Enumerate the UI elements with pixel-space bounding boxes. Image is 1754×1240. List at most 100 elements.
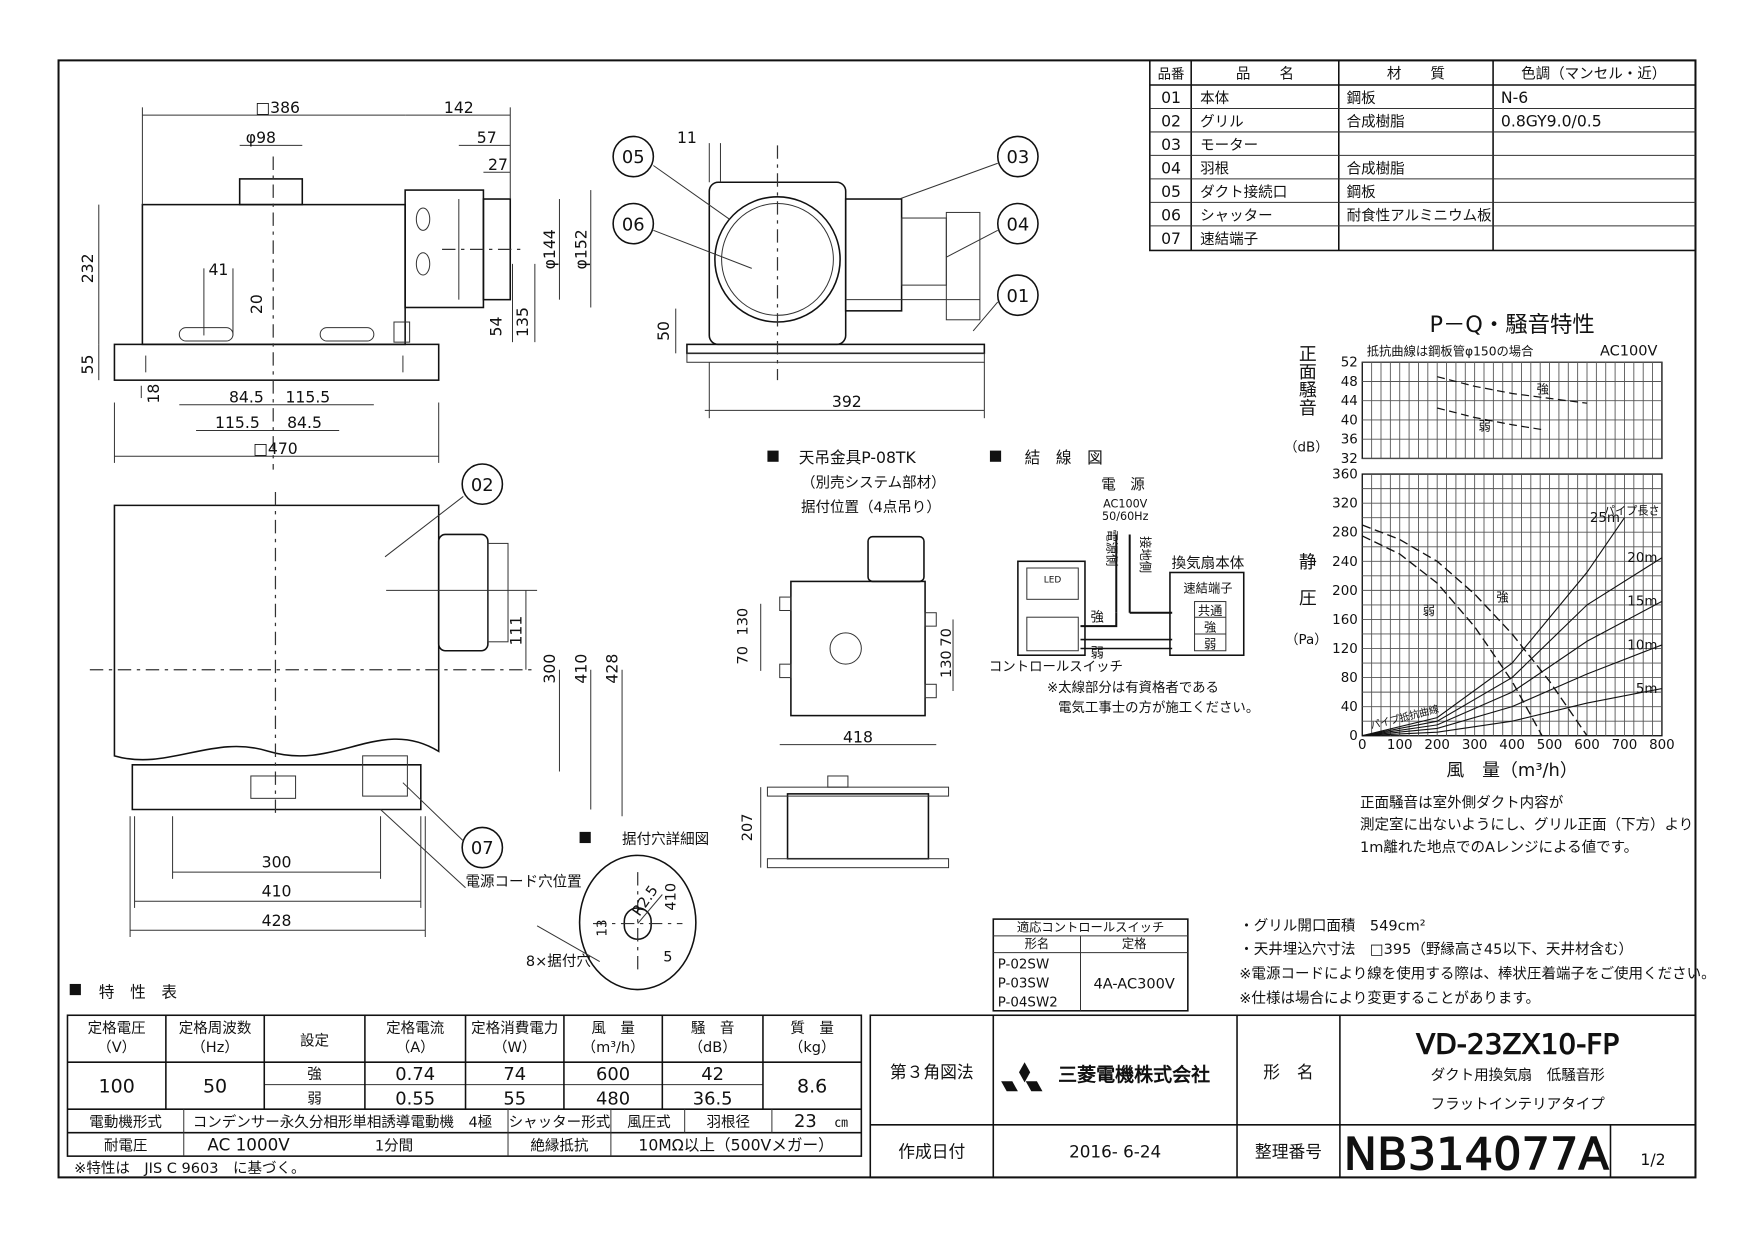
parts-row-no: 03 [1161, 135, 1181, 154]
pipe-curve-15m [1362, 600, 1663, 737]
callout-label: 03 [1007, 147, 1030, 168]
switch-model: P-03SW [998, 976, 1049, 991]
spec-voltage: 100 [99, 1075, 135, 1097]
dim-label: 410 [571, 654, 590, 684]
dim-label: 84.5 [287, 413, 322, 432]
wiring-fan-body: 換気扇本体 [1172, 555, 1245, 572]
parts-header-color: 色調（マンセル・近） [1521, 65, 1666, 82]
pipe-curve-25m [1362, 517, 1625, 737]
spec-header: 定格電流（A） [386, 1020, 444, 1056]
spec-header: 定格周波数（Hz） [179, 1020, 252, 1056]
parts-row-no: 06 [1161, 205, 1181, 224]
x-tick-label: 500 [1537, 738, 1563, 753]
dim-label: 232 [78, 253, 97, 283]
parts-row-material: 鋼板 [1347, 89, 1377, 107]
dim-label: 50 [654, 321, 673, 341]
callout-label: 01 [1007, 286, 1030, 307]
parts-row-name: モーター [1200, 137, 1258, 154]
parts-row-material: 耐食性アルミニウム板 [1347, 206, 1492, 224]
date-value: 2016- 6-24 [1069, 1141, 1161, 1161]
dim-label: φ98 [246, 128, 276, 147]
wiring-voltage: AC100V [1103, 498, 1148, 511]
spec-withstand-value: AC 1000V [207, 1135, 290, 1155]
noise-tick-label: 52 [1341, 356, 1358, 371]
dim-label: φ152 [571, 229, 590, 269]
dim-label: 57 [477, 128, 497, 147]
dim-label: 27 [488, 155, 508, 174]
bullet-icon [767, 450, 779, 462]
spec-header: 定格電圧（V） [88, 1020, 146, 1056]
parts-row-no: 04 [1161, 158, 1181, 177]
pipe-curve-20m [1362, 557, 1663, 737]
wiring-diagram: 結 線 図 電 源 AC100V 50/60Hz 電源側 接地側 LED 強 弱… [989, 448, 1259, 716]
x-tick-label: 300 [1462, 738, 1488, 753]
pressure-tick-label: 80 [1341, 671, 1358, 686]
hanger-note: 据付位置（4点吊り） [801, 499, 941, 516]
pressure-weak-label: 弱 [1423, 604, 1435, 618]
led-label: LED [1044, 576, 1062, 586]
spec-insulation-label: 絶縁抵抗 [530, 1138, 589, 1155]
pressure-tick-label: 160 [1332, 613, 1358, 628]
dim-label: 130 [939, 650, 955, 678]
spec-withstand-time: 1分間 [375, 1138, 413, 1155]
switch-table-title: 適応コントロールスイッチ [1017, 919, 1164, 934]
chart-note-left: 抵抗曲線は鋼板管φ150の場合 [1367, 344, 1534, 359]
note-line: ※仕様は場合により変更することがあります。 [1239, 990, 1540, 1007]
front-view: □386 142 φ98 57 27 φ144 φ152 232 41 20 5… [78, 98, 592, 470]
noise-series-weak [1437, 407, 1543, 431]
bullet-icon [579, 831, 591, 844]
mount-hole-label: 8×据付穴 [526, 953, 591, 970]
noise-ylabel: 正面騒音 [1296, 344, 1317, 416]
bullet-icon [69, 983, 81, 996]
wiring-note: ※太線部分は有資格者である [1047, 680, 1219, 696]
note-line: ※電源コードにより線を使用する際は、棒状圧着端子をご使用ください。 [1239, 965, 1715, 982]
spec-frequency: 50 [203, 1075, 227, 1097]
pressure-tick-label: 0 [1349, 729, 1358, 744]
noise-yunit: （dB） [1284, 441, 1329, 456]
spec-insulation-value: 10MΩ以上（500Vメガー） [638, 1136, 833, 1155]
noise-tick-label: 40 [1341, 413, 1358, 428]
pipe-curve-10m [1362, 644, 1663, 737]
drawing-number: NB314077A [1344, 1128, 1610, 1181]
dim-label: 135 [513, 307, 532, 337]
dim-label: 111 [506, 616, 525, 646]
dim-label: 13 [595, 920, 610, 937]
spec-motor-label: 電動機形式 [89, 1114, 162, 1131]
dim-label: 142 [444, 98, 474, 117]
spec-blade-unit: ㎝ [835, 1116, 849, 1131]
wiring-terminal-item: 共通 [1198, 604, 1223, 618]
spec-header: 定格消費電力（W） [471, 1020, 558, 1056]
parts-row-material: 鋼板 [1347, 183, 1377, 201]
pressure-tick-label: 240 [1332, 555, 1358, 570]
pressure-tick-label: 280 [1332, 526, 1358, 541]
wiring-ground-side: 接地側 [1138, 536, 1153, 573]
parts-row-name: 本体 [1200, 90, 1230, 107]
parts-row-material: 合成樹脂 [1347, 113, 1405, 130]
pq-series-strong [1362, 524, 1588, 737]
wiring-strong: 強 [1091, 610, 1104, 626]
parts-row-no: 05 [1161, 182, 1181, 201]
cord-hole-label: 電源コード穴位置 [466, 874, 582, 891]
mount-hole-title: 据付穴詳細図 [622, 831, 709, 848]
dim-label: 70 [735, 646, 751, 664]
chart-note: 1m離れた地点でのAレンジによる値です。 [1360, 838, 1638, 856]
noise-tick-label: 44 [1341, 394, 1358, 409]
spec-blade-value: 23 [794, 1111, 817, 1132]
mitsubishi-logo-icon [1001, 1062, 1043, 1092]
parts-row-name: 羽根 [1200, 160, 1229, 177]
switch-model: P-04SW2 [998, 995, 1058, 1010]
dim-label: 5 [663, 950, 672, 966]
spec-noise: 36.5 [693, 1089, 733, 1110]
dim-label: 418 [843, 727, 873, 746]
wiring-weak: 弱 [1091, 646, 1104, 661]
noise-tick-label: 36 [1341, 433, 1358, 448]
number-label: 整理番号 [1255, 1141, 1322, 1161]
wiring-terminal: 速結端子 [1183, 582, 1232, 596]
spec-header: 設定 [300, 1032, 329, 1049]
company-name: 三菱電機株式会社 [1058, 1063, 1210, 1086]
wiring-terminal-item: 弱 [1204, 638, 1216, 652]
pipe-curve-label-5m: 5m [1636, 682, 1658, 697]
pq-chart: P－Q・騒音特性 抵抗曲線は鋼板管φ150の場合 AC100V 32364044… [1284, 312, 1693, 856]
